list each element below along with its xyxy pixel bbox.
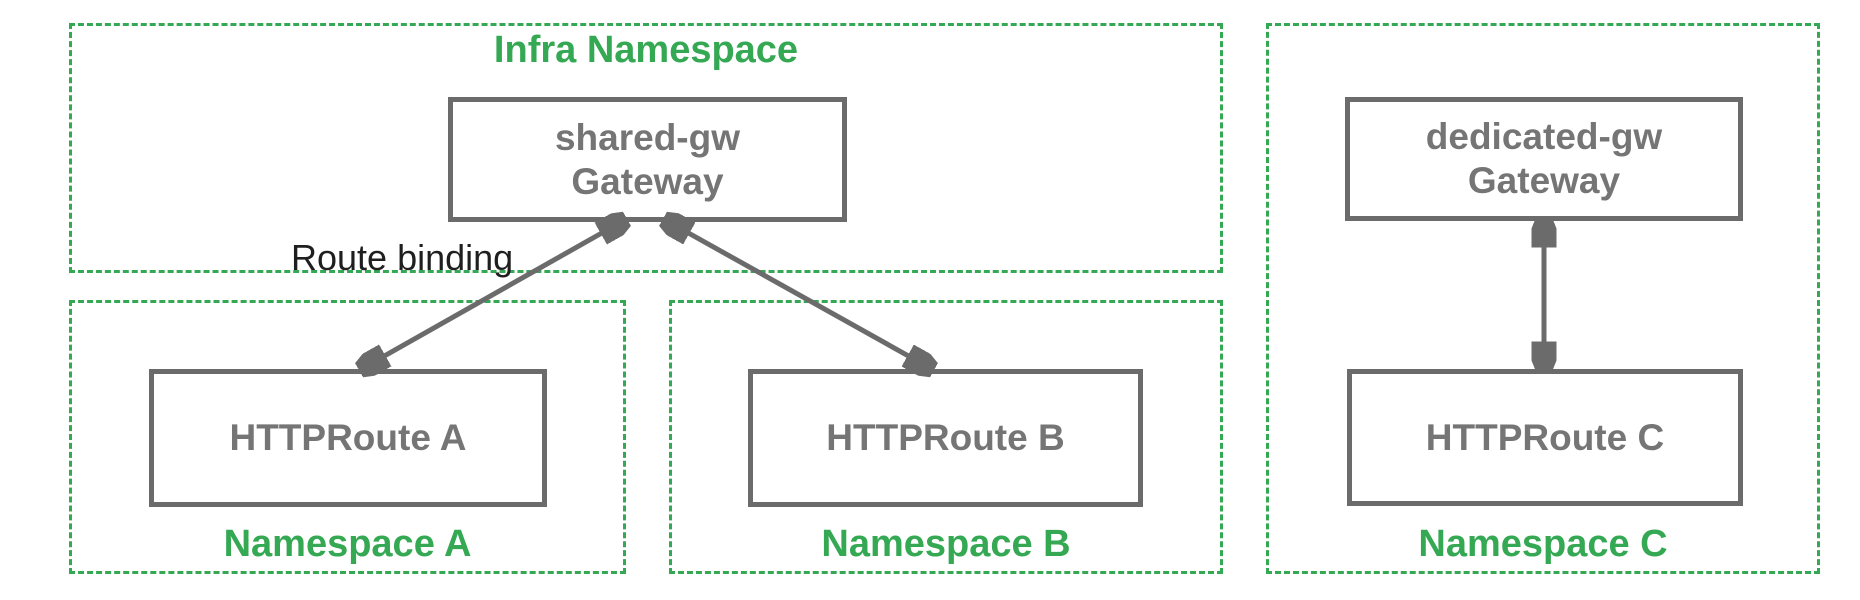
route-binding-label: Route binding	[291, 237, 514, 278]
dedicated-gw-gateway-node: dedicated-gw Gateway	[1345, 97, 1743, 221]
namespace-b-label: Namespace B	[821, 523, 1071, 565]
namespace-b-box: HTTPRoute B Namespace B	[669, 300, 1223, 574]
httproute-c-label: HTTPRoute C	[1425, 416, 1665, 458]
dedicated-gw-kind: Gateway	[1467, 160, 1621, 201]
shared-gw-kind: Gateway	[571, 160, 724, 202]
httproute-b-node: HTTPRoute B	[748, 369, 1143, 507]
shared-gw-name: shared-gw	[554, 116, 741, 158]
namespace-c-label: Namespace C	[1418, 523, 1668, 565]
httproute-b-label: HTTPRoute B	[826, 417, 1065, 458]
shared-gw-gateway-node: shared-gw Gateway	[448, 97, 847, 222]
dedicated-gw-name: dedicated-gw	[1425, 116, 1663, 157]
infra-namespace-label: Infra Namespace	[493, 29, 799, 71]
namespace-c-box: dedicated-gw Gateway HTTPRoute C Namespa…	[1266, 23, 1820, 574]
httproute-a-node: HTTPRoute A	[149, 369, 547, 507]
namespace-a-box: HTTPRoute A Namespace A	[69, 300, 626, 574]
namespace-a-label: Namespace A	[223, 523, 472, 565]
httproute-c-node: HTTPRoute C	[1347, 369, 1743, 506]
infra-namespace-box: Infra Namespace shared-gw Gateway	[69, 23, 1223, 273]
httproute-a-label: HTTPRoute A	[229, 417, 467, 458]
